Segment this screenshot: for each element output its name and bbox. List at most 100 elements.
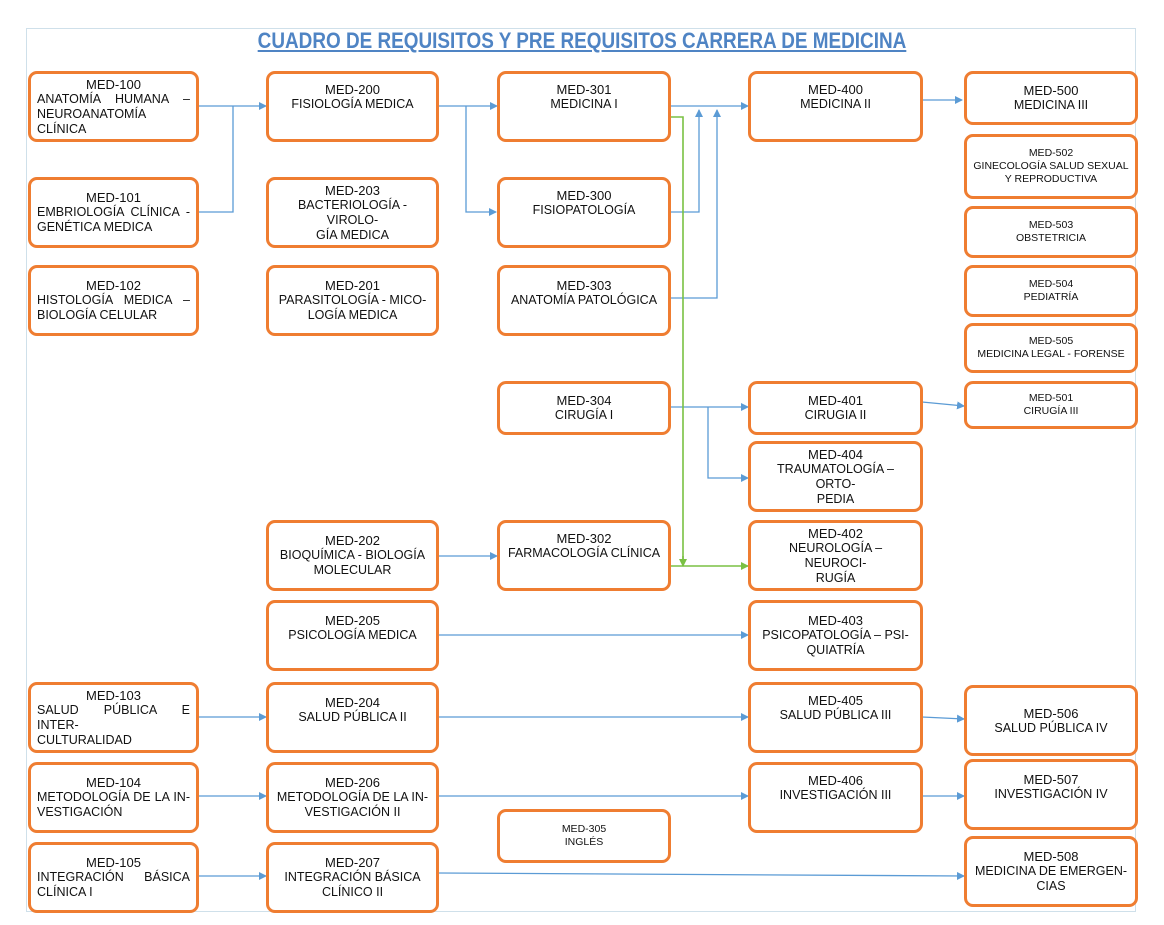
course-code: MED-101 (86, 190, 141, 205)
course-code: MED-405 (808, 693, 863, 708)
course-med-300[interactable]: MED-300 FISIOPATOLOGÍA (497, 177, 671, 248)
course-med-507[interactable]: MED-507 INVESTIGACIÓN IV (964, 759, 1138, 830)
course-name: MEDICINA II (800, 97, 871, 111)
course-med-406[interactable]: MED-406 INVESTIGACIÓN III (748, 762, 923, 833)
course-code: MED-404 (808, 446, 863, 462)
course-med-101[interactable]: MED-101 EMBRIOLOGÍA CLÍNICA -GENÉTICA ME… (28, 177, 199, 248)
course-name: ANATOMÍA PATOLÓGICA (510, 293, 658, 307)
course-name: MEDICINA LEGAL - FORENSE (977, 348, 1125, 360)
course-med-303[interactable]: MED-303 ANATOMÍA PATOLÓGICA (497, 265, 671, 336)
arrow-200-300 (465, 106, 497, 216)
course-code: MED-401 (808, 393, 863, 408)
course-med-102[interactable]: MED-102 HISTOLOGÍA MEDICA –BIOLOGÍA CELU… (28, 265, 199, 336)
course-med-104[interactable]: MED-104 METODOLOGÍA DE LA IN-VESTIGACIÓN (28, 762, 199, 833)
course-med-501[interactable]: MED-501 CIRUGÍA III (964, 381, 1138, 429)
course-code: MED-503 (1028, 219, 1074, 231)
course-med-508[interactable]: MED-508 MEDICINA DE EMERGEN-CIAS (964, 836, 1138, 907)
course-code: MED-500 (1023, 83, 1079, 98)
course-med-506[interactable]: MED-506 SALUD PÚBLICA IV (964, 685, 1138, 756)
course-code: MED-207 (325, 855, 380, 870)
arrow-207-508 (437, 871, 965, 880)
course-med-400[interactable]: MED-400 MEDICINA II (748, 71, 923, 142)
page-title: CUADRO DE REQUISITOS Y PRE REQUISITOS CA… (257, 28, 907, 53)
course-name: FISIOLOGÍA MEDICA (291, 97, 414, 111)
course-med-401[interactable]: MED-401 CIRUGIA II (748, 381, 923, 435)
course-name: MEDICINA III (1013, 98, 1089, 112)
course-code: MED-103 (86, 687, 141, 703)
course-med-305[interactable]: MED-305 INGLÉS (497, 809, 671, 863)
course-code: MED-403 (808, 613, 863, 628)
course-code: MED-301 (556, 82, 612, 97)
course-med-302[interactable]: MED-302 FARMACOLOGÍA CLÍNICA (497, 520, 671, 591)
course-code: MED-105 (86, 855, 141, 870)
course-name: PSICOLOGÍA MEDICA (288, 628, 417, 642)
course-name: PSICOPATOLOGÍA – PSI-QUIATRÍA (762, 628, 909, 657)
course-name: CIRUGIA II (804, 408, 867, 422)
course-med-204[interactable]: MED-204 SALUD PÚBLICA II (266, 682, 439, 753)
course-med-500[interactable]: MED-500 MEDICINA III (964, 71, 1138, 125)
course-name: SALUD PÚBLICA II (298, 710, 407, 724)
course-name: OBSTETRICIA (1015, 232, 1086, 244)
course-med-402[interactable]: MED-402 NEUROLOGÍA – NEUROCI-RUGÍA (748, 520, 923, 591)
course-code: MED-302 (556, 531, 612, 546)
arrow-300-400 (670, 109, 703, 213)
course-med-504[interactable]: MED-504 PEDIATRÍA (964, 265, 1138, 317)
course-name: EMBRIOLOGÍA CLÍNICA -GENÉTICA MEDICA (37, 205, 190, 234)
course-code: MED-202 (325, 533, 380, 548)
course-code: MED-508 (1023, 849, 1079, 864)
course-code: MED-205 (325, 613, 380, 628)
course-code: MED-502 (1028, 147, 1074, 159)
arrow-304-404 (707, 407, 749, 482)
course-med-404[interactable]: MED-404 TRAUMATOLOGÍA – ORTO-PEDIA (748, 441, 923, 512)
course-code: MED-300 (556, 188, 612, 203)
course-code: MED-406 (808, 773, 863, 788)
course-code: MED-400 (808, 82, 863, 97)
course-med-103[interactable]: MED-103 SALUD PÚBLICA E INTER-CULTURALID… (28, 682, 199, 753)
arrow-303-400 (670, 109, 721, 299)
course-med-405[interactable]: MED-405 SALUD PÚBLICA III (748, 682, 923, 753)
course-code: MED-102 (86, 278, 141, 293)
course-code: MED-100 (86, 76, 141, 92)
course-med-206[interactable]: MED-206 METODOLOGÍA DE LA IN-VESTIGACIÓN… (266, 762, 439, 833)
course-name: SALUD PÚBLICA III (779, 708, 892, 722)
course-med-203[interactable]: MED-203 BACTERIOLOGÍA - VIROLO-GÍA MEDIC… (266, 177, 439, 248)
course-name: SALUD PÚBLICA E INTER-CULTURALIDAD (37, 702, 190, 747)
course-name: INVESTIGACIÓN IV (994, 787, 1108, 801)
course-med-403[interactable]: MED-403 PSICOPATOLOGÍA – PSI-QUIATRÍA (748, 600, 923, 671)
course-name: CIRUGÍA I (554, 408, 614, 422)
course-code: MED-501 (1028, 392, 1074, 404)
course-med-100[interactable]: MED-100 ANATOMÍA HUMANA –NEUROANATOMÍA C… (28, 71, 199, 142)
course-name: NEUROLOGÍA – NEUROCI-RUGÍA (788, 540, 883, 585)
course-code: MED-200 (325, 82, 380, 97)
course-name: HISTOLOGÍA MEDICA –BIOLOGÍA CELULAR (37, 293, 190, 322)
course-med-503[interactable]: MED-503 OBSTETRICIA (964, 206, 1138, 258)
course-med-205[interactable]: MED-205 PSICOLOGÍA MEDICA (266, 600, 439, 671)
course-name: MEDICINA I (550, 97, 618, 111)
course-med-201[interactable]: MED-201 PARASITOLOGÍA - MICO-LOGÍA MEDIC… (266, 265, 439, 336)
course-med-304[interactable]: MED-304 CIRUGÍA I (497, 381, 671, 435)
course-med-200[interactable]: MED-200 FISIOLOGÍA MEDICA (266, 71, 439, 142)
course-code: MED-304 (556, 393, 612, 408)
course-code: MED-206 (325, 775, 380, 790)
course-code: MED-104 (86, 775, 141, 790)
course-med-505[interactable]: MED-505 MEDICINA LEGAL - FORENSE (964, 323, 1138, 373)
connector-101-200 (198, 106, 234, 213)
arrow-401-501 (921, 401, 965, 410)
course-name: MEDICINA DE EMERGEN-CIAS (974, 864, 1128, 893)
course-code: MED-506 (1023, 705, 1079, 721)
green-connector-301 (670, 116, 684, 566)
course-name: PEDIATRÍA (1023, 291, 1079, 303)
course-code: MED-204 (325, 695, 380, 710)
course-name: FARMACOLOGÍA CLÍNICA (507, 546, 661, 560)
course-name: BACTERIOLOGÍA - VIROLO-GÍA MEDICA (297, 197, 408, 242)
course-name: METODOLOGÍA DE LA IN-VESTIGACIÓN (37, 790, 190, 819)
course-code: MED-504 (1028, 278, 1074, 290)
arrow-405-506 (921, 714, 965, 723)
course-name: CIRUGÍA III (1023, 405, 1079, 417)
course-med-301[interactable]: MED-301 MEDICINA I (497, 71, 671, 142)
